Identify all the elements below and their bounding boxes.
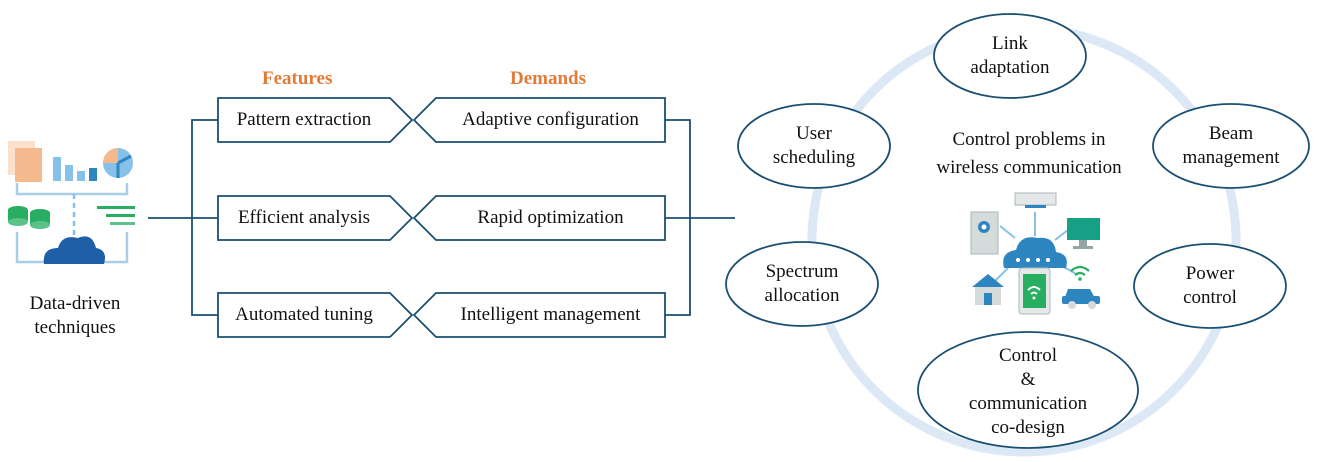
ellipse-power-control xyxy=(1133,243,1287,329)
feature-label: Efficient analysis xyxy=(237,207,371,228)
rows-layer xyxy=(217,97,666,338)
problem-text-line: Beam xyxy=(1208,123,1254,144)
demands-header: Demands xyxy=(510,68,587,89)
wireless-illustration xyxy=(970,192,1100,315)
monitor-icon xyxy=(1067,218,1100,249)
bracket-line xyxy=(15,183,129,196)
problem-text-line: allocation xyxy=(764,285,840,306)
problem-power-control: Power control xyxy=(1134,244,1286,328)
feature-box xyxy=(217,292,414,338)
center-caption-line2: wireless communication xyxy=(936,157,1122,178)
house-icon xyxy=(972,274,1004,305)
demand-box xyxy=(412,97,666,143)
problem-user-scheduling: User scheduling xyxy=(738,104,890,188)
problem-co-design: Control & communication co-design xyxy=(918,338,1138,446)
demand-label: Intelligent management xyxy=(460,304,641,325)
ellipse-spectrum-allocation xyxy=(725,241,879,327)
feature-box xyxy=(217,97,414,143)
data-driven-icon-cluster xyxy=(8,141,135,264)
connector-lines xyxy=(148,119,735,316)
center-caption: Control problems in wireless communicati… xyxy=(914,126,1144,182)
demand-box xyxy=(412,292,666,338)
ellipses-layer xyxy=(725,13,1310,449)
feature-label: Pattern extraction xyxy=(236,109,372,130)
document-icon xyxy=(8,141,42,182)
pie-chart-icon xyxy=(103,148,133,178)
smartphone-icon xyxy=(1018,267,1051,315)
ellipse-beam-management xyxy=(1152,103,1310,189)
problem-text-line: Power xyxy=(1185,263,1235,284)
ellipse-co-design xyxy=(917,331,1139,449)
demand-label: Adaptive configuration xyxy=(462,109,639,130)
problem-spectrum-allocation: Spectrum allocation xyxy=(726,242,878,326)
bar-chart-icon xyxy=(53,157,97,181)
feature-label: Automated tuning xyxy=(235,304,373,325)
problem-text-line: control xyxy=(1183,287,1237,308)
list-lines-icon xyxy=(97,206,135,225)
wifi-icon xyxy=(1070,265,1090,281)
ellipse-link-adaptation xyxy=(933,13,1087,99)
problem-text-line: User xyxy=(796,123,832,144)
problem-text-line: & xyxy=(1020,369,1036,390)
database-icon xyxy=(8,206,50,229)
problem-text-line: communication xyxy=(968,393,1088,414)
router-icon xyxy=(1014,192,1057,208)
demand-label: Rapid optimization xyxy=(477,207,624,228)
cloud-icon xyxy=(43,236,105,264)
source-label-line1: Data-driven xyxy=(29,293,121,314)
problem-text-line: Link xyxy=(992,33,1028,54)
problem-text-line: co-design xyxy=(991,417,1065,438)
problem-text-line: Control xyxy=(998,345,1058,366)
problem-link-adaptation: Link adaptation xyxy=(934,14,1086,98)
ellipse-user-scheduling xyxy=(737,103,891,189)
problem-beam-management: Beam management xyxy=(1153,104,1309,188)
features-header: Features xyxy=(262,68,333,89)
feature-box xyxy=(217,195,414,241)
problem-text-line: adaptation xyxy=(970,57,1050,78)
center-caption-line1: Control problems in xyxy=(952,129,1106,150)
cloud-network-icon xyxy=(1003,237,1067,268)
server-icon xyxy=(970,211,999,255)
problem-text-line: management xyxy=(1182,147,1280,168)
source-label: Data-driven techniques xyxy=(0,292,150,340)
demand-box xyxy=(412,195,666,241)
source-label-line2: techniques xyxy=(34,317,116,338)
car-icon xyxy=(1062,289,1100,309)
problem-text-line: scheduling xyxy=(772,147,856,168)
problem-text-line: Spectrum xyxy=(765,261,839,282)
